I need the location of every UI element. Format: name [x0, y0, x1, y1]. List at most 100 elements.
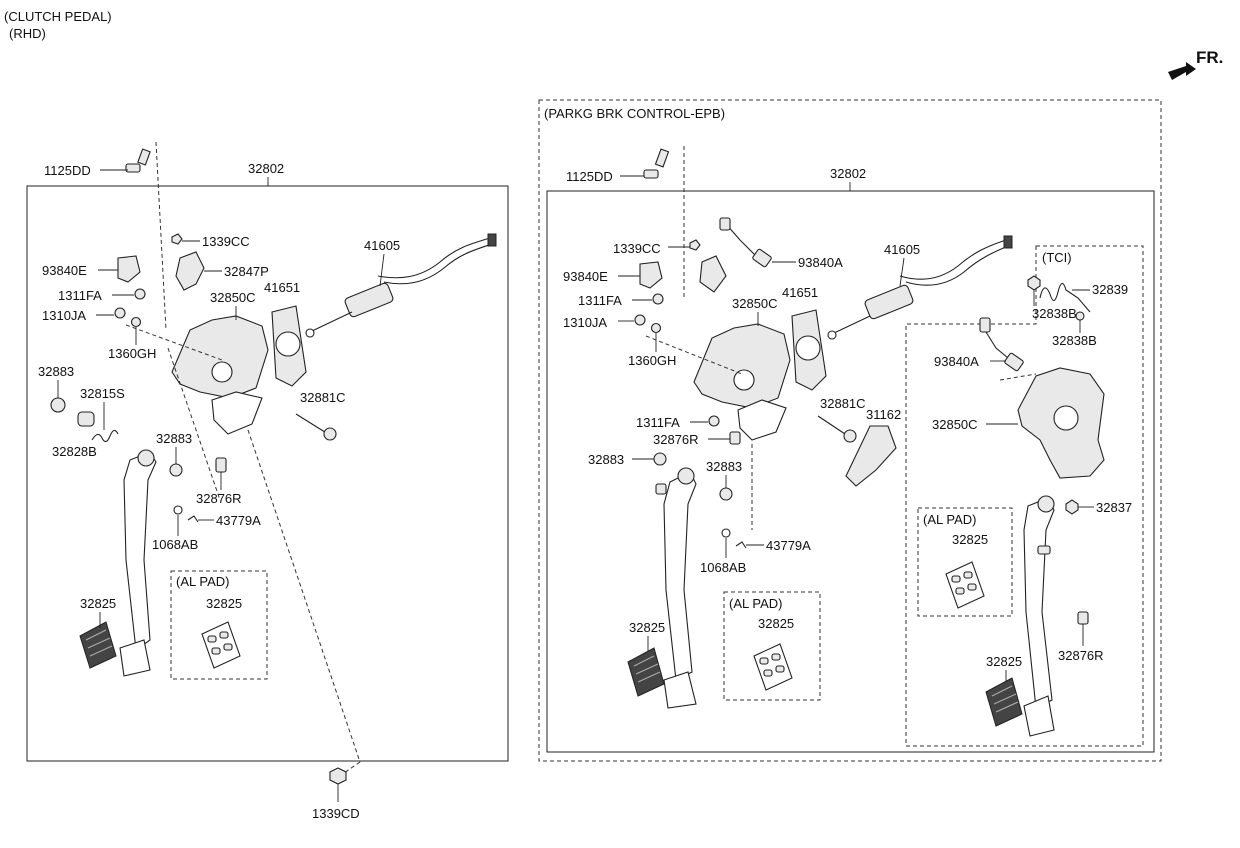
tci-section: (TCI) 32839 32838B 32838B 93840A	[905, 245, 1144, 747]
pedal-pad-icon	[79, 621, 117, 669]
callout-label: 32825	[206, 596, 242, 611]
switch-icon	[117, 255, 141, 283]
spring-icon	[91, 429, 119, 443]
dashed-guide-line	[155, 141, 167, 331]
callout-label: 32825	[986, 654, 1022, 669]
pedal-bracket-lower-icon	[737, 399, 787, 441]
tci-section-title: (TCI)	[1042, 250, 1072, 265]
callout-label: 31162	[866, 407, 901, 422]
callout-label: 32883	[588, 452, 624, 467]
stopper-icon	[729, 431, 741, 445]
spring-icon	[1039, 282, 1091, 313]
bushing-icon	[719, 487, 733, 501]
callout-label: 93840A	[798, 255, 843, 270]
bushing-icon	[130, 316, 142, 328]
dashed-guide-line	[999, 373, 1037, 381]
callout-label: 32876R	[1058, 648, 1104, 663]
brake-pedal-arm-icon	[655, 467, 697, 709]
bushing-icon	[50, 397, 66, 413]
callout-label: 1339CC	[202, 234, 250, 249]
pedal-sensor-icon	[979, 317, 1024, 372]
master-cylinder-icon	[305, 233, 497, 338]
diagram-subtitle: (RHD)	[9, 26, 46, 41]
switch-icon	[639, 261, 663, 289]
clutch-pedal-arm-icon	[119, 449, 157, 677]
pedal-pad-icon	[627, 647, 665, 697]
callout-label: 32825	[952, 532, 988, 547]
nut-icon	[689, 239, 701, 251]
right-assembly: (PARKG BRK CONTROL-EPB) 32802 1125DD 133…	[538, 99, 1162, 762]
washer-icon	[173, 505, 183, 515]
brake-pedal-arm-icon	[1023, 495, 1055, 737]
callout-label: 32838B	[1052, 333, 1097, 348]
aluminum-pedal-pad-icon	[945, 561, 985, 609]
callout-label: 41651	[264, 280, 300, 295]
callout-label: 1339CD	[312, 806, 360, 821]
callout-label: 32802	[248, 161, 284, 176]
left-assembly: 32802 1125DD 1339CC 32847P 93840E 1311FA…	[26, 141, 509, 763]
pedal-sensor-icon	[719, 217, 772, 268]
al-pad-box	[917, 507, 1013, 617]
callout-label: 1311FA	[58, 288, 102, 303]
callout-label: 1068AB	[700, 560, 746, 575]
callout-label: 32883	[706, 459, 742, 474]
callout-label: 43779A	[766, 538, 811, 553]
nut-icon	[634, 314, 646, 326]
callout-label: 32815S	[80, 386, 125, 401]
front-direction-arrow-icon	[1168, 62, 1196, 80]
bracket-icon	[175, 251, 205, 291]
callout-label: 32825	[758, 616, 794, 631]
washer-icon	[721, 528, 731, 538]
callout-label: 93840E	[42, 263, 87, 278]
bushing-icon	[77, 411, 95, 427]
callout-label: 32837	[1096, 500, 1132, 515]
al-pad-box	[723, 591, 821, 701]
master-cylinder-icon	[827, 235, 1013, 340]
callout-label: 1310JA	[42, 308, 86, 323]
clip-icon	[187, 515, 199, 523]
bolt-icon	[643, 148, 670, 179]
nut-icon	[708, 415, 720, 427]
nut-icon	[1075, 311, 1085, 321]
callout-label: 32825	[80, 596, 116, 611]
callout-label: 32802	[830, 166, 866, 181]
pivot-bolt-icon	[817, 415, 857, 443]
callout-label: 1360GH	[108, 346, 156, 361]
bushing-icon	[169, 463, 183, 477]
callout-label: 93840A	[934, 354, 979, 369]
callout-label: 32881C	[300, 390, 346, 405]
al-pad-title: (AL PAD)	[729, 596, 782, 611]
nut-icon	[1027, 275, 1041, 291]
callout-label: 32850C	[210, 290, 256, 305]
brake-sensor-icon	[845, 425, 897, 487]
al-pad-title: (AL PAD)	[176, 574, 229, 589]
dashed-guide-line	[125, 324, 223, 361]
callout-label: 1360GH	[628, 353, 676, 368]
al-pad-box	[170, 570, 268, 680]
nut-icon	[329, 767, 347, 785]
dashed-guide-line	[343, 761, 361, 774]
callout-label: 32876R	[196, 491, 242, 506]
callout-label: 93840E	[563, 269, 608, 284]
nut-icon	[114, 307, 126, 319]
callout-label: 32850C	[732, 296, 778, 311]
pivot-bolt-icon	[295, 413, 337, 441]
leader-line	[899, 257, 905, 287]
callout-label: 41605	[364, 238, 400, 253]
epb-section-title: (PARKG BRK CONTROL-EPB)	[544, 106, 725, 121]
callout-label: 1125DD	[566, 169, 613, 184]
pedal-pad-icon	[985, 677, 1023, 727]
callout-label: 32876R	[653, 432, 699, 447]
callout-label: 43779A	[216, 513, 261, 528]
callout-label: 32883	[38, 364, 74, 379]
bushing-icon	[653, 452, 667, 466]
left-assembly-frame	[26, 185, 509, 762]
pedal-bracket-icon	[693, 323, 791, 409]
callout-label: 32883	[156, 431, 192, 446]
callout-label: 41605	[884, 242, 920, 257]
callout-label: 1125DD	[44, 163, 91, 178]
tci-section-frame	[905, 245, 1144, 747]
callout-label: 32828B	[52, 444, 97, 459]
callout-label: 1310JA	[563, 315, 607, 330]
